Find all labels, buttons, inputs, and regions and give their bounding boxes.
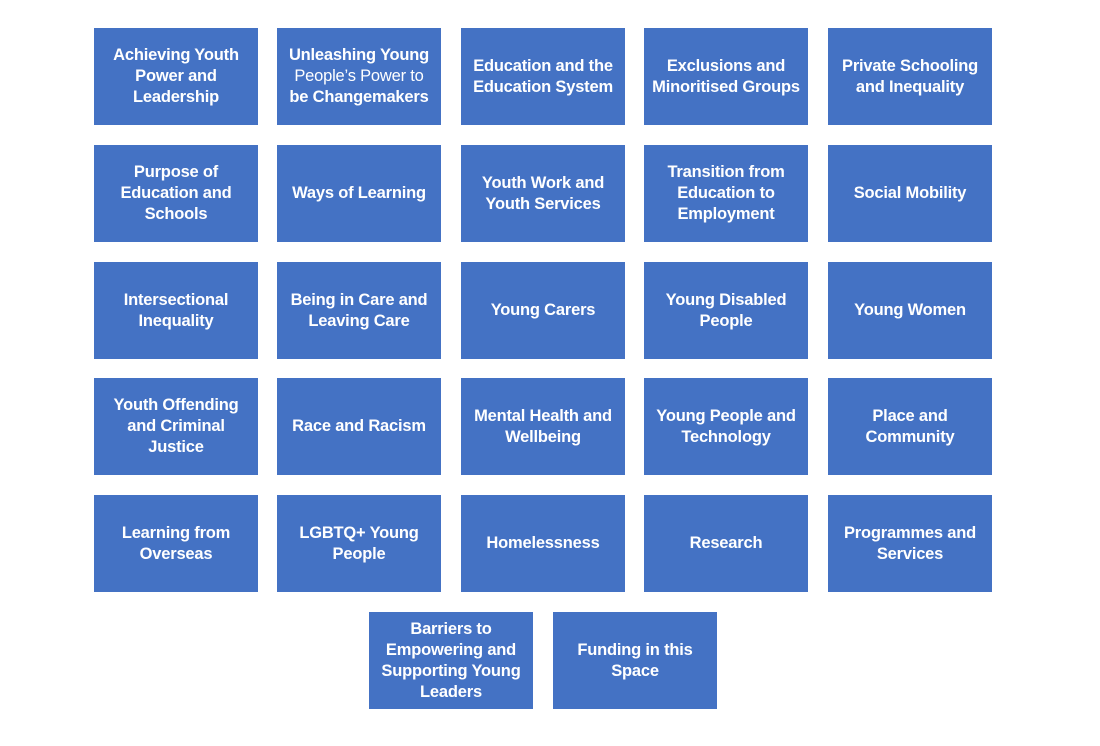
tile-label: Transition from Education to Employment bbox=[667, 163, 785, 223]
tile-label: Race and Racism bbox=[292, 417, 426, 435]
tile-label: Young Women bbox=[854, 301, 966, 319]
tile-label: Young People and Technology bbox=[656, 406, 796, 446]
tile-transition-to-employment[interactable]: Transition from Education to Employment bbox=[644, 145, 808, 242]
tile-funding-in-this-space[interactable]: Funding in this Space bbox=[553, 612, 717, 709]
tile-mental-health[interactable]: Mental Health and Wellbeing bbox=[461, 378, 625, 475]
tile-label: Barriers to Empowering and Supporting Yo… bbox=[381, 619, 521, 701]
tile-label: Youth Offending and Criminal Justice bbox=[113, 396, 239, 456]
tile-ways-of-learning[interactable]: Ways of Learning bbox=[277, 145, 441, 242]
tile-label-line: be Changemakers bbox=[289, 88, 429, 106]
tile-education-system[interactable]: Education and the Education System bbox=[461, 28, 625, 125]
tile-social-mobility[interactable]: Social Mobility bbox=[828, 145, 992, 242]
tile-label: Research bbox=[689, 534, 763, 552]
tile-unleashing-young-people[interactable]: Unleashing Young People’s Power to be Ch… bbox=[277, 28, 441, 125]
tile-homelessness[interactable]: Homelessness bbox=[461, 495, 625, 592]
tile-lgbtq-young-people[interactable]: LGBTQ+ Young People bbox=[277, 495, 441, 592]
tile-label: Being in Care and Leaving Care bbox=[290, 290, 428, 330]
tile-label: Purpose of Education and Schools bbox=[120, 163, 232, 223]
tile-care-leaving-care[interactable]: Being in Care and Leaving Care bbox=[277, 262, 441, 359]
tile-label: Funding in this Space bbox=[577, 640, 693, 680]
tile-label: Private Schooling and Inequality bbox=[842, 56, 978, 96]
tile-learning-from-overseas[interactable]: Learning from Overseas bbox=[94, 495, 258, 592]
tile-label: Homelessness bbox=[486, 534, 600, 552]
tile-race-and-racism[interactable]: Race and Racism bbox=[277, 378, 441, 475]
tile-achieving-youth-power[interactable]: Achieving Youth Power and Leadership bbox=[94, 28, 258, 125]
tile-barriers-young-leaders[interactable]: Barriers to Empowering and Supporting Yo… bbox=[369, 612, 533, 709]
tile-label: Social Mobility bbox=[853, 184, 967, 202]
tile-youth-work[interactable]: Youth Work and Youth Services bbox=[461, 145, 625, 242]
tile-label-line: Unleashing Young bbox=[288, 46, 430, 64]
tile-label: Education and the Education System bbox=[473, 56, 613, 96]
tile-label: Exclusions and Minoritised Groups bbox=[652, 56, 800, 96]
tile-label: Mental Health and Wellbeing bbox=[474, 406, 612, 446]
tile-label: Young Carers bbox=[490, 301, 596, 319]
tile-purpose-of-education[interactable]: Purpose of Education and Schools bbox=[94, 145, 258, 242]
tile-label: Young Disabled People bbox=[665, 290, 787, 330]
tile-place-and-community[interactable]: Place and Community bbox=[828, 378, 992, 475]
tile-label: LGBTQ+ Young People bbox=[299, 523, 419, 563]
tile-young-disabled-people[interactable]: Young Disabled People bbox=[644, 262, 808, 359]
tile-label-line: People’s Power to bbox=[294, 67, 424, 85]
tile-label: Learning from Overseas bbox=[121, 523, 231, 563]
tile-youth-offending[interactable]: Youth Offending and Criminal Justice bbox=[94, 378, 258, 475]
tile-label: Ways of Learning bbox=[292, 184, 426, 202]
tile-label: Intersectional Inequality bbox=[123, 290, 229, 330]
tile-research[interactable]: Research bbox=[644, 495, 808, 592]
tile-label: Place and Community bbox=[865, 406, 955, 446]
tile-exclusions-minoritised[interactable]: Exclusions and Minoritised Groups bbox=[644, 28, 808, 125]
tile-label: Youth Work and Youth Services bbox=[481, 173, 605, 213]
tile-young-carers[interactable]: Young Carers bbox=[461, 262, 625, 359]
tile-intersectional-inequality[interactable]: Intersectional Inequality bbox=[94, 262, 258, 359]
tile-young-people-technology[interactable]: Young People and Technology bbox=[644, 378, 808, 475]
tile-label: Programmes and Services bbox=[844, 523, 976, 563]
tile-label: Achieving Youth Power and Leadership bbox=[113, 46, 239, 106]
tile-private-schooling[interactable]: Private Schooling and Inequality bbox=[828, 28, 992, 125]
tile-young-women[interactable]: Young Women bbox=[828, 262, 992, 359]
tile-programmes-services[interactable]: Programmes and Services bbox=[828, 495, 992, 592]
tile-label: Unleashing Young People’s Power to be Ch… bbox=[284, 45, 434, 108]
